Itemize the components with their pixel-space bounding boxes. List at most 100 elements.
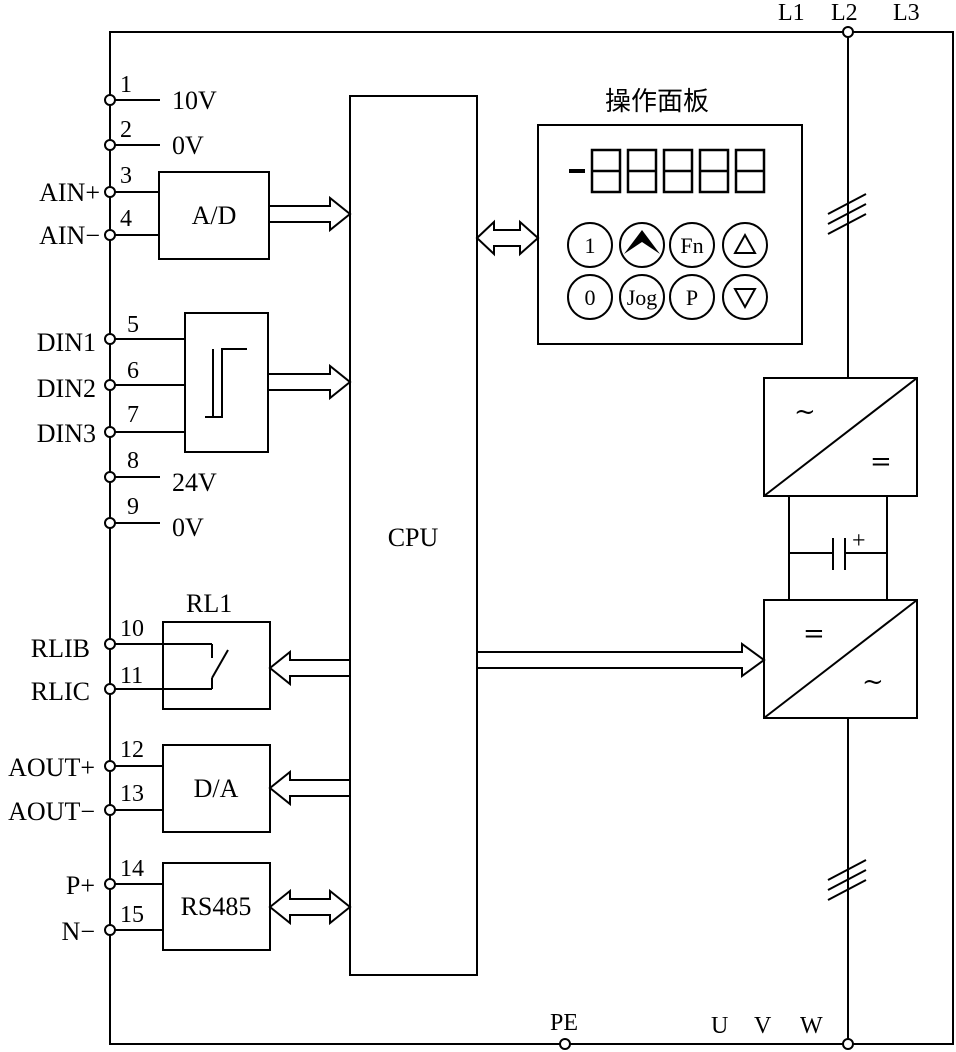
signal-din2: DIN2 bbox=[37, 374, 96, 403]
pin-14: 14 bbox=[120, 856, 144, 882]
rs485-block bbox=[162, 862, 271, 951]
ad-label: A/D bbox=[192, 201, 237, 230]
da-label: D/A bbox=[194, 774, 239, 803]
pin-13: 13 bbox=[120, 781, 144, 807]
output-label-v: V bbox=[754, 1013, 772, 1039]
signal-ain-plus: AIN+ bbox=[39, 178, 100, 207]
cpu-to-da-arrow bbox=[268, 769, 350, 807]
pin-2: 2 bbox=[120, 117, 132, 143]
three-phase-marker-top bbox=[827, 193, 867, 235]
ad-block bbox=[158, 171, 270, 260]
output-label-w: W bbox=[800, 1013, 823, 1039]
jog-arrow-icon bbox=[624, 230, 660, 254]
inverter-enclosure bbox=[109, 31, 954, 1045]
hysteresis-icon bbox=[205, 348, 247, 418]
signal-din3: DIN3 bbox=[37, 419, 96, 448]
key-run-button[interactable]: 1 bbox=[567, 222, 613, 268]
terminal-13 bbox=[104, 804, 116, 816]
signal-aout-plus: AOUT+ bbox=[8, 753, 95, 782]
terminal-2 bbox=[104, 139, 116, 151]
pin-12: 12 bbox=[120, 737, 144, 763]
ad-to-cpu-arrow bbox=[269, 195, 352, 233]
terminal-6 bbox=[104, 379, 116, 391]
svg-text:Jog: Jog bbox=[627, 285, 658, 310]
key-jog-button[interactable]: Jog bbox=[619, 274, 665, 320]
pin-9: 9 bbox=[127, 494, 139, 520]
key-up-button[interactable] bbox=[722, 222, 768, 268]
terminal-8 bbox=[104, 471, 116, 483]
svg-text:Fn: Fn bbox=[680, 233, 703, 258]
supply-label-l2: L2 bbox=[831, 0, 858, 26]
cpu-block bbox=[349, 95, 478, 976]
svg-text:P: P bbox=[686, 285, 698, 310]
signal-10v: 10V bbox=[172, 86, 217, 115]
din-to-cpu-arrow bbox=[268, 363, 352, 401]
pe-terminal bbox=[559, 1038, 571, 1050]
schmitt-trigger-block bbox=[184, 312, 269, 453]
key-jog-arrow-button[interactable] bbox=[619, 222, 665, 268]
panel-bus-arrow bbox=[475, 219, 540, 257]
signal-0v-b: 0V bbox=[172, 513, 204, 542]
pin-8: 8 bbox=[127, 448, 139, 474]
signal-ain-minus: AIN− bbox=[39, 221, 100, 250]
pin-3: 3 bbox=[120, 163, 132, 189]
signal-24v: 24V bbox=[172, 468, 217, 497]
terminal-15 bbox=[104, 924, 116, 936]
output-terminal bbox=[842, 1038, 854, 1050]
cpu-to-relay-arrow bbox=[268, 649, 350, 687]
signal-rlib: RLIB bbox=[31, 634, 90, 663]
terminal-4 bbox=[104, 229, 116, 241]
pin-4: 4 bbox=[120, 206, 132, 232]
terminal-14 bbox=[104, 878, 116, 890]
signal-aout-minus: AOUT− bbox=[8, 797, 95, 826]
terminal-1 bbox=[104, 94, 116, 106]
key-stop-button[interactable]: 0 bbox=[567, 274, 613, 320]
svg-text:0: 0 bbox=[585, 285, 596, 310]
terminal-12 bbox=[104, 760, 116, 772]
capacitor-plus: + bbox=[852, 528, 866, 554]
supply-terminal bbox=[842, 26, 854, 38]
signal-0v-a: 0V bbox=[172, 131, 204, 160]
terminal-10 bbox=[104, 638, 116, 650]
supply-label-l1: L1 bbox=[778, 0, 805, 26]
svg-text:1: 1 bbox=[585, 233, 596, 258]
inverter-dc-symbol: = bbox=[803, 619, 825, 649]
relay-block bbox=[162, 621, 271, 710]
pin-10: 10 bbox=[120, 616, 144, 642]
terminal-7 bbox=[104, 426, 116, 438]
terminal-11 bbox=[104, 683, 116, 695]
supply-label-l3: L3 bbox=[893, 0, 920, 26]
rectifier-dc-symbol: = bbox=[870, 447, 892, 477]
triangle-up-icon bbox=[733, 232, 757, 254]
cpu-to-inverter-arrow bbox=[477, 642, 766, 678]
pin-1: 1 bbox=[120, 72, 132, 98]
terminal-5 bbox=[104, 333, 116, 345]
key-down-button[interactable] bbox=[722, 274, 768, 320]
cpu-label: CPU bbox=[388, 523, 439, 552]
inverter-ac-symbol: ~ bbox=[862, 667, 884, 697]
key-fn-button[interactable]: Fn bbox=[669, 222, 715, 268]
rs485-bus-arrow bbox=[268, 888, 352, 926]
signal-p-plus: P+ bbox=[66, 871, 95, 900]
signal-din1: DIN1 bbox=[37, 328, 96, 357]
pin-11: 11 bbox=[120, 663, 143, 689]
pin-7: 7 bbox=[127, 402, 139, 428]
pin-5: 5 bbox=[127, 312, 139, 338]
terminal-3 bbox=[104, 186, 116, 198]
rs485-label: RS485 bbox=[181, 892, 252, 921]
three-phase-marker-bottom bbox=[827, 859, 867, 901]
signal-rlic: RLIC bbox=[31, 677, 90, 706]
pin-15: 15 bbox=[120, 902, 144, 928]
signal-n-minus: N− bbox=[62, 917, 95, 946]
panel-title: 操作面板 bbox=[605, 87, 709, 117]
rectifier-ac-symbol: ~ bbox=[794, 397, 816, 427]
pe-label: PE bbox=[550, 1010, 578, 1036]
pin-6: 6 bbox=[127, 358, 139, 384]
relay-contact bbox=[211, 649, 229, 679]
relay-label: RL1 bbox=[186, 589, 232, 618]
terminal-9 bbox=[104, 517, 116, 529]
key-p-button[interactable]: P bbox=[669, 274, 715, 320]
output-label-u: U bbox=[711, 1013, 728, 1039]
seven-segment-display bbox=[569, 148, 766, 194]
